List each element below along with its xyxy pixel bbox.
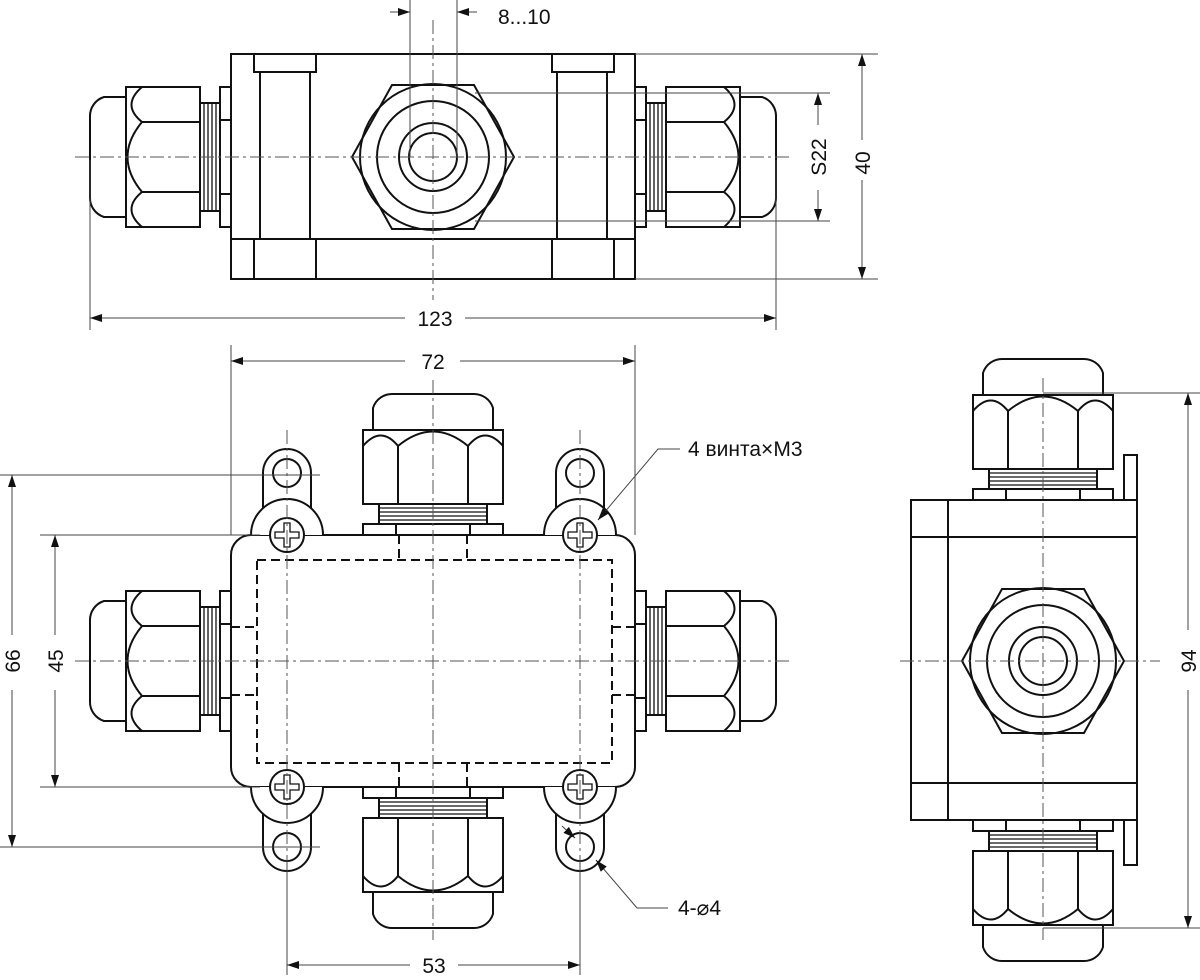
side-view [900,357,1160,963]
front-view [75,380,790,940]
top-dimensions: 8...10 S22 40 123 [89,0,878,331]
callout-holes: 4-⌀4 [678,897,721,920]
dim-overall-height: 94 [1178,649,1200,673]
dim-height-top: 40 [852,151,875,174]
dim-hole-spacing: 53 [422,955,445,978]
lid-side [910,499,949,821]
side-dimensions: 94 [1043,392,1200,929]
dim-body-width: 72 [421,351,444,374]
callout-screws: 4 винта×М3 [688,438,803,461]
dim-nut-size: S22 [808,138,831,175]
top-view [75,20,790,300]
front-dimensions: 72 66 45 53 4 винта×М3 4-⌀4 [0,345,803,978]
dim-cable-diameter: 8...10 [498,6,551,29]
dim-overall-length: 123 [417,308,452,331]
dim-screw-spacing: 45 [45,649,68,672]
dim-mount-height: 66 [2,649,25,672]
